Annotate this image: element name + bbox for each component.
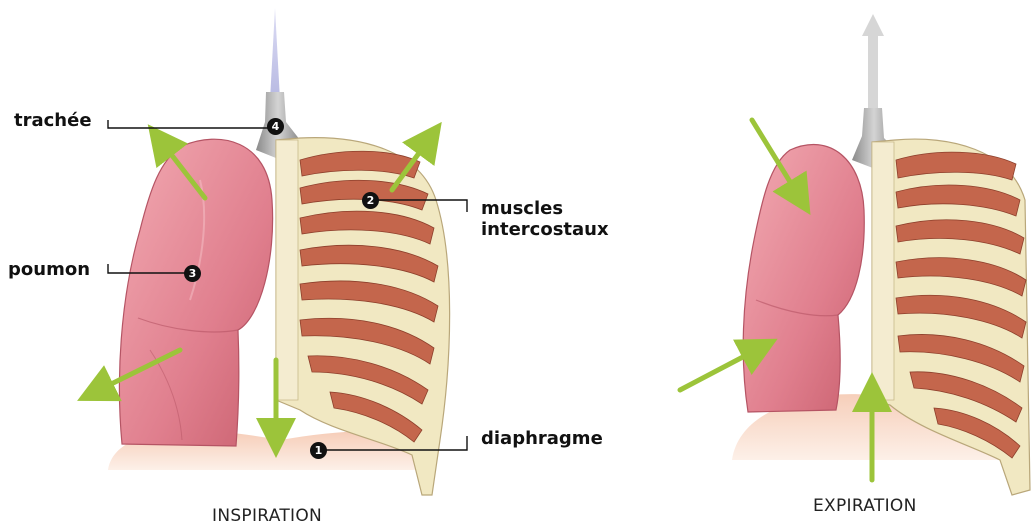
expiration-figure <box>680 14 1030 495</box>
label-diaphragme: diaphragme <box>481 428 603 449</box>
label-poumon: poumon <box>8 259 90 280</box>
inspiration-figure <box>95 8 467 495</box>
badge-poumon: 3 <box>184 265 201 282</box>
badge-diaphragme: 1 <box>310 442 327 459</box>
trachea-up-arrow <box>270 8 280 100</box>
badge-muscles: 2 <box>362 192 379 209</box>
caption-inspiration: INSPIRATION <box>212 506 322 526</box>
label-trachee: trachée <box>14 110 92 131</box>
caption-expiration: EXPIRATION <box>813 496 917 516</box>
lung-expiration <box>743 145 864 412</box>
trachea-up-arrow-expiration <box>862 14 884 112</box>
label-muscles-intercostaux: muscles intercostaux <box>481 198 609 240</box>
badge-trachee: 4 <box>267 118 284 135</box>
